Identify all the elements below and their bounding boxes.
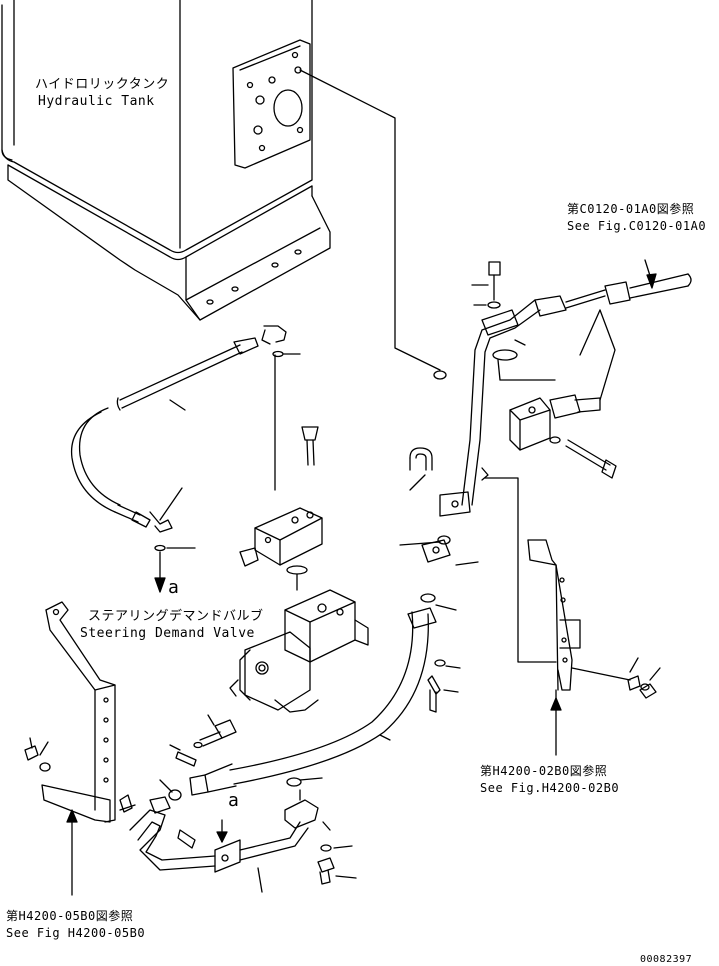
valve-label-jp: ステアリングデマンドバルブ (88, 609, 264, 624)
hose-bolts (427, 659, 461, 713)
right-block (471, 261, 617, 479)
marker-a-arrowhead (216, 831, 228, 843)
hydraulic-tank (1, 0, 331, 321)
ref-h4200-05-jp: 第H4200-05B0図参照 (6, 909, 134, 923)
right-tube-assembly (433, 259, 692, 517)
marker-a-bottom: a (228, 790, 240, 811)
ref-h4200-05-en: See Fig H4200-05B0 (6, 926, 146, 940)
tank-flange-plate (232, 39, 311, 169)
ref-h4200-02-en: See Fig.H4200-02B0 (480, 781, 620, 795)
bottom-bolts (317, 844, 357, 885)
drawing-number: 00082397 (640, 954, 693, 965)
lower-tube (119, 777, 331, 893)
tank-label-jp: ハイドロリックタンク (35, 77, 170, 92)
ref-c0120-jp: 第C0120-01A0図参照 (567, 202, 695, 216)
valve-label-en: Steering Demand Valve (80, 626, 255, 641)
marker-a-left: a (168, 577, 180, 598)
ref-c0120-en: See Fig.C0120-01A0 (567, 219, 707, 233)
ref-h4200-02-jp: 第H4200-02B0図参照 (480, 764, 608, 778)
right-bracket (484, 477, 661, 756)
bolts-left-valve (159, 714, 237, 801)
left-bracket (24, 601, 133, 896)
leader-flange (299, 69, 441, 371)
main-hose (189, 607, 437, 796)
tank-label-en: Hydraulic Tank (38, 94, 155, 109)
left-hose (70, 325, 301, 593)
steering-demand-valve (229, 589, 369, 713)
small-valve-block (239, 426, 323, 591)
clamp (399, 447, 489, 611)
